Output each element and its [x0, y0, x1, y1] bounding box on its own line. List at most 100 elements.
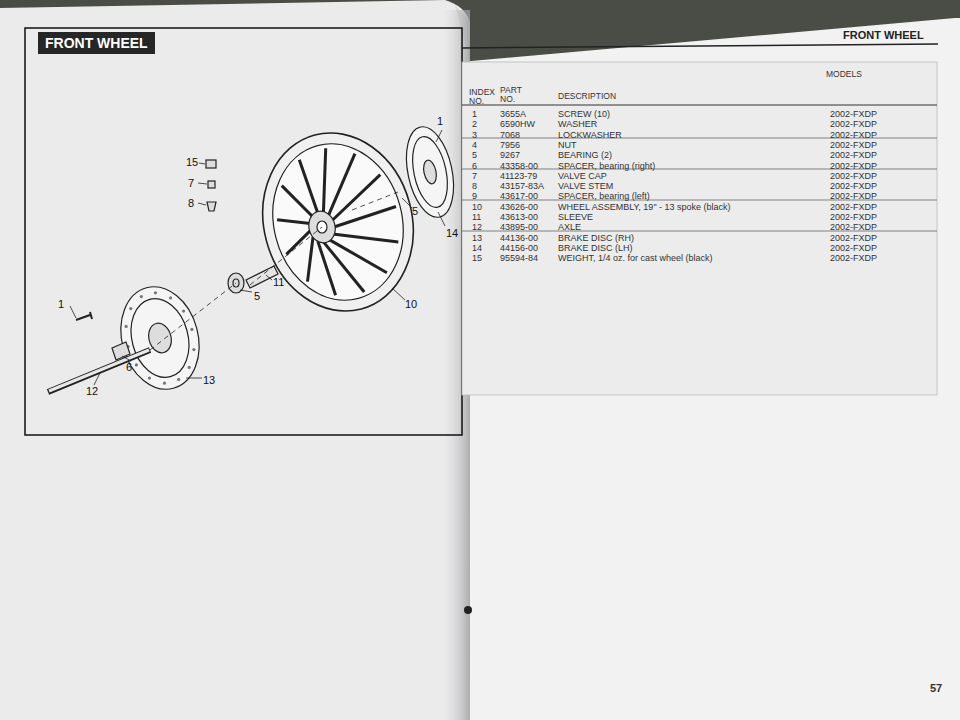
- page-number: 57: [930, 683, 942, 695]
- callout-number: 6: [126, 362, 132, 374]
- part-number: 43613-00: [500, 213, 538, 222]
- model-code: 2002-FXDP: [830, 244, 877, 253]
- part-description: WEIGHT, 1/4 oz. for cast wheel (black): [558, 254, 713, 263]
- index-number: 11: [472, 213, 481, 222]
- disc-hole: [154, 291, 157, 294]
- wheel-spoke: [318, 241, 336, 295]
- model-code: 2002-FXDP: [830, 151, 877, 160]
- part-description: SCREW (10): [558, 110, 610, 119]
- disc-hole: [177, 378, 180, 381]
- wheel-spoke: [277, 220, 310, 224]
- index-number: 5: [472, 151, 477, 160]
- part-description: BRAKE DISC (LH): [558, 244, 633, 253]
- model-code: 2002-FXDP: [830, 120, 877, 129]
- disc-hole: [188, 366, 191, 369]
- part-description: BEARING (2): [558, 151, 612, 160]
- index-number: 13: [472, 234, 482, 243]
- index-number: 8: [472, 182, 477, 191]
- index-number: 4: [472, 141, 477, 150]
- table-header: DESCRIPTION: [558, 92, 616, 101]
- part-description: VALVE CAP: [558, 172, 607, 181]
- index-number: 14: [472, 244, 482, 253]
- index-number: 1: [472, 110, 477, 119]
- part-number: 3655A: [500, 110, 526, 119]
- table-header: MODELS: [826, 70, 862, 79]
- part-number: 44156-00: [500, 244, 538, 253]
- index-number: 15: [472, 254, 482, 263]
- callout-number: 14: [446, 228, 458, 240]
- part-description: WASHER: [558, 120, 597, 129]
- table-header: PART NO.: [500, 86, 534, 104]
- model-code: 2002-FXDP: [830, 162, 877, 171]
- part-number: 43626-00: [500, 203, 538, 212]
- callout-number: 8: [188, 198, 194, 210]
- part-number: 43157-83A: [500, 182, 544, 191]
- part-description: AXLE: [558, 223, 581, 232]
- callout-number: 10: [405, 299, 417, 311]
- wheel-spoke: [286, 231, 310, 255]
- part-number: 7068: [500, 131, 520, 140]
- disc-hole: [169, 296, 172, 299]
- part-description: VALVE STEM: [558, 182, 613, 191]
- model-code: 2002-FXDP: [830, 172, 877, 181]
- wheel-spoke: [329, 239, 387, 272]
- model-code: 2002-FXDP: [830, 192, 877, 201]
- index-number: 2: [472, 120, 477, 129]
- disc-hole: [135, 363, 138, 366]
- model-code: 2002-FXDP: [830, 234, 877, 243]
- section-heading-box: FRONT WHEEL: [38, 32, 155, 54]
- wheel-spoke: [323, 242, 364, 292]
- part-number: 95594-84: [500, 254, 538, 263]
- index-number: 6: [472, 162, 477, 171]
- callout-number: 7: [188, 178, 194, 190]
- callout-number: 1: [58, 299, 64, 311]
- part-number: 43895-00: [500, 223, 538, 232]
- page-header: FRONT WHEEL: [843, 30, 924, 42]
- model-code: 2002-FXDP: [830, 213, 877, 222]
- part-description: NUT: [558, 141, 577, 150]
- index-number: 9: [472, 192, 477, 201]
- callout-number: 1: [437, 116, 443, 128]
- part-description: SLEEVE: [558, 213, 593, 222]
- callout-number: 15: [186, 157, 198, 169]
- disc-hole: [140, 295, 143, 298]
- callout-number: 5: [254, 291, 260, 303]
- index-number: 10: [472, 203, 482, 212]
- disc-hole: [163, 382, 166, 385]
- heading-text: FRONT WHEEL: [45, 35, 148, 51]
- model-code: 2002-FXDP: [830, 223, 877, 232]
- model-code: 2002-FXDP: [830, 110, 877, 119]
- disc-hole: [182, 309, 185, 312]
- part-description: BRAKE DISC (RH): [558, 234, 634, 243]
- part-description: LOCKWASHER: [558, 131, 622, 140]
- callout-number: 11: [273, 277, 284, 289]
- part-number: 43617-00: [500, 192, 538, 201]
- model-code: 2002-FXDP: [830, 141, 877, 150]
- index-number: 12: [472, 223, 482, 232]
- part-number: 6590HW: [500, 120, 535, 129]
- part-number: 43358-00: [500, 162, 538, 171]
- model-code: 2002-FXDP: [830, 203, 877, 212]
- part-number: 44136-00: [500, 234, 538, 243]
- disc-hole: [125, 325, 128, 328]
- wheel-spoke: [299, 160, 317, 213]
- part-number: 7956: [500, 141, 520, 150]
- wheel-spoke: [329, 154, 355, 215]
- callout-number: 12: [86, 386, 98, 398]
- disc-hole: [192, 348, 195, 351]
- part-description: SPACER, bearing (left): [558, 192, 650, 201]
- index-number: 7: [472, 172, 477, 181]
- model-code: 2002-FXDP: [830, 254, 877, 263]
- part-number: 41123-79: [500, 172, 537, 181]
- callout-number: 13: [203, 375, 215, 387]
- disc-hole: [129, 307, 132, 310]
- callout-number: 5: [412, 206, 418, 218]
- wheel-spoke: [333, 175, 381, 220]
- part-description: WHEEL ASSEMBLY, 19" - 13 spoke (black): [558, 203, 731, 212]
- wheel-spoke: [333, 234, 399, 242]
- wheel-spoke: [323, 148, 325, 212]
- part-number: 9267: [500, 151, 520, 160]
- disc-hole: [148, 376, 151, 379]
- model-code: 2002-FXDP: [830, 182, 877, 191]
